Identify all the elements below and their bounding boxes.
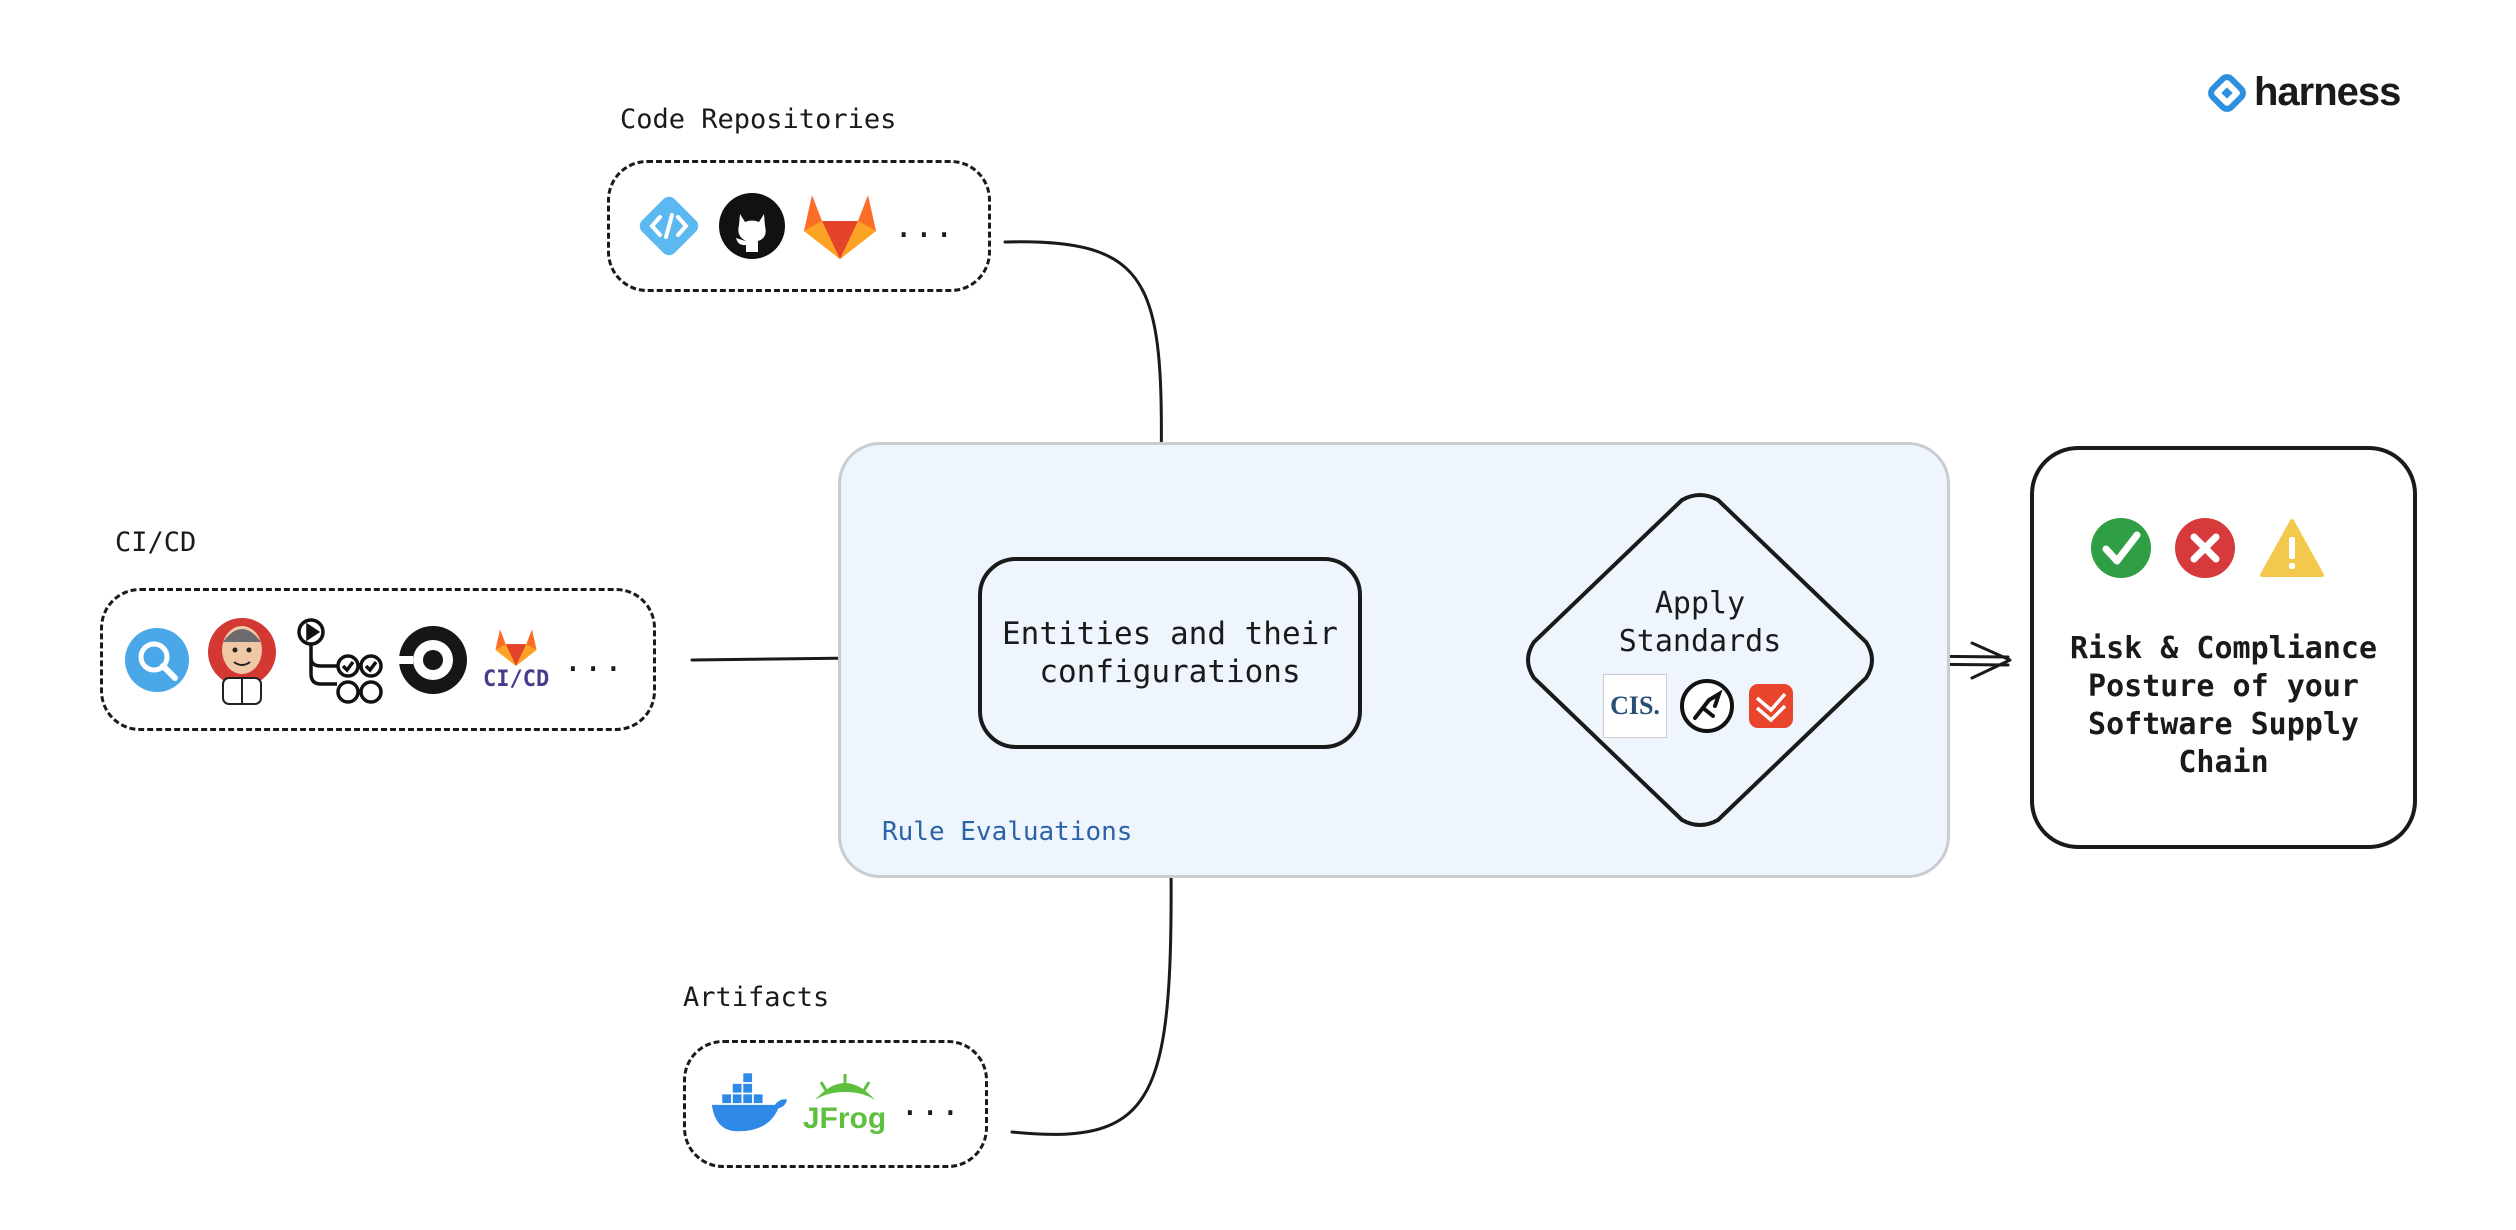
harness-logo-icon — [2208, 73, 2246, 112]
harness-logo-text: harness — [2254, 70, 2401, 114]
docker-icon — [711, 1073, 788, 1132]
harness-ci-icon — [125, 627, 189, 692]
arrow-repos-to-entities — [1003, 240, 1163, 527]
gitlab-icon — [804, 195, 876, 259]
gitlab-cicd-icon: CI/CD — [483, 627, 549, 692]
rule-evaluations-label: Rule Evaluations — [882, 817, 1133, 847]
code-repositories-group: ... — [607, 160, 991, 292]
cis-icon: CIS. — [1603, 674, 1667, 738]
posture-box — [2030, 446, 2417, 849]
posture-line-4: Chain — [2178, 745, 2269, 780]
github-icon — [719, 193, 785, 259]
artifacts-group: JFrog ... — [683, 1040, 988, 1168]
standards-line-1: Apply — [1654, 586, 1746, 621]
github-actions-icon — [297, 617, 383, 704]
arrowhead-posture — [1970, 641, 2012, 680]
fail-x-icon — [2175, 518, 2235, 578]
posture-icons — [2090, 517, 2326, 579]
jfrog-text: JFrog — [802, 1102, 887, 1135]
posture-line-3: Software Supply — [2088, 707, 2359, 742]
posture-line-1: Risk & Compliance — [2069, 631, 2378, 666]
artifacts-label: Artifacts — [683, 982, 830, 1013]
circleci-icon — [399, 625, 467, 694]
posture-line-2: Posture of your — [2088, 669, 2359, 704]
gitlab-cicd-text: CI/CD — [483, 667, 550, 692]
cicd-group: CI/CD ... — [100, 588, 656, 731]
azure-repos-icon — [639, 196, 699, 256]
jfrog-splash-icon — [814, 1074, 875, 1100]
cicd-label: CI/CD — [115, 527, 197, 558]
jfrog-icon: JFrog — [803, 1072, 886, 1136]
arrow-artifacts-to-entities — [1010, 783, 1173, 1136]
entities-line-2: configurations — [1039, 654, 1301, 690]
standards-diamond — [1526, 493, 1874, 827]
standards-text: Apply Standards — [1522, 585, 1878, 661]
standards-icons: CIS. — [1603, 674, 1795, 738]
entities-box: Entities and their configurations — [978, 557, 1362, 749]
cicd-more: ... — [563, 640, 625, 679]
warning-icon — [2260, 519, 2324, 577]
jenkins-icon — [208, 617, 276, 705]
pass-check-icon — [2091, 518, 2151, 578]
entities-line-1: Entities and their — [1002, 616, 1338, 652]
code-repositories-more: ... — [894, 207, 955, 245]
scorecard-icon — [1749, 684, 1793, 728]
harness-logo: harness — [2206, 70, 2401, 115]
artifacts-more: ... — [900, 1085, 961, 1123]
code-repositories-label: Code Repositories — [620, 104, 897, 135]
cis-text: CIS. — [1610, 691, 1660, 720]
gitlab-cicd-fox-icon — [495, 629, 537, 666]
standards-line-2: Standards — [1618, 624, 1782, 659]
owasp-icon — [1680, 679, 1734, 733]
posture-text: Risk & Compliance Posture of your Softwa… — [2030, 630, 2417, 782]
